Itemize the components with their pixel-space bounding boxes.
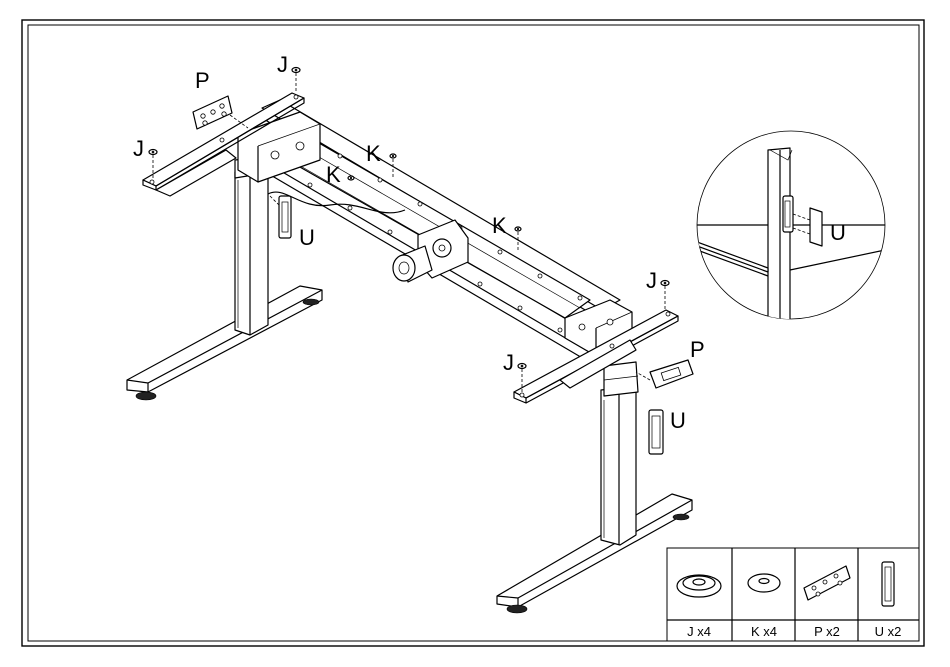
parts-label-k: K x4 [751, 624, 777, 639]
callout-p-right: P [690, 337, 705, 362]
detail-zoom-circle [697, 131, 885, 320]
callout-j-right-low: J [503, 350, 514, 375]
cover-u-right [649, 410, 663, 454]
parts-label-u: U x2 [875, 624, 902, 639]
callout-k-mid: K [366, 141, 381, 166]
motor [393, 246, 432, 282]
callout-p-top: P [195, 68, 210, 93]
cover-u-left [270, 196, 291, 238]
callout-j-left: J [133, 136, 144, 161]
plate-p-right [636, 360, 693, 388]
parts-label-j: J x4 [687, 624, 711, 639]
parts-label-p: P x2 [814, 624, 840, 639]
parts-table: J x4 K x4 P x2 U x2 [667, 548, 919, 641]
frame-beams [238, 100, 632, 366]
callout-j-right-top: J [646, 268, 657, 293]
callout-k-small: K [326, 162, 341, 187]
callout-u-right: U [670, 408, 686, 433]
j-washer-icon [677, 575, 721, 597]
callout-u-left: U [299, 225, 315, 250]
callout-k-right: K [492, 213, 507, 238]
callout-u-zoom: U [830, 220, 846, 245]
u-cover-icon [882, 562, 894, 606]
k-washer-icon [748, 574, 780, 592]
left-leg [127, 156, 322, 400]
callout-j-top: J [277, 52, 288, 77]
